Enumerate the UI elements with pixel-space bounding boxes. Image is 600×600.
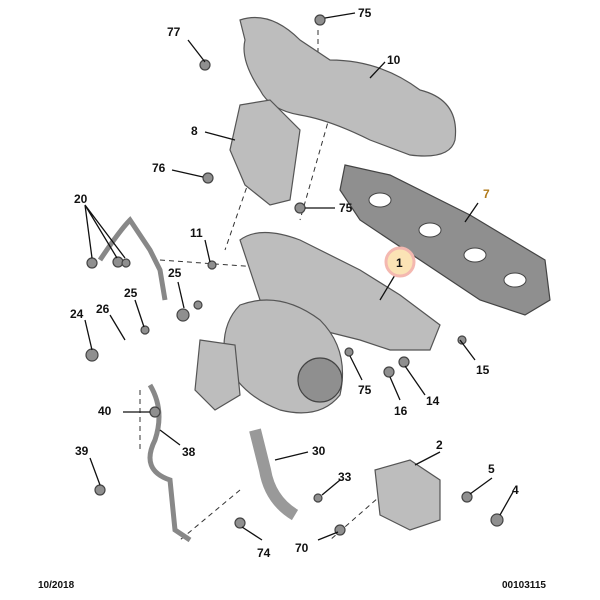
- oil-feed-pipe: [97, 216, 168, 301]
- coolant-pipe: [249, 428, 299, 521]
- callout-20[interactable]: 20: [74, 192, 88, 206]
- callout-30[interactable]: 30: [312, 444, 326, 458]
- callout-40[interactable]: 40: [98, 404, 112, 418]
- diagram-reference: 00103115: [502, 580, 546, 591]
- callout-39[interactable]: 39: [75, 444, 89, 458]
- callout-33[interactable]: 33: [338, 470, 352, 484]
- callout-75[interactable]: 75: [358, 383, 372, 397]
- manifold-gasket: [339, 164, 551, 316]
- callout-14[interactable]: 14: [426, 394, 440, 408]
- callout-labels: 77 75 10 8 76 75 7 20 11 1 25 25 26 24 1…: [70, 6, 519, 560]
- callout-25[interactable]: 25: [124, 286, 138, 300]
- gasket-ports: [368, 192, 527, 288]
- support-bracket: [374, 459, 441, 531]
- callout-70[interactable]: 70: [295, 541, 309, 555]
- turbo-outlet: [297, 357, 343, 403]
- callout-38[interactable]: 38: [182, 445, 196, 459]
- callout-11[interactable]: 11: [190, 226, 203, 240]
- callout-7[interactable]: 7: [483, 187, 490, 201]
- highlighted-part-marker: [384, 246, 416, 278]
- heat-shield: [239, 16, 457, 157]
- date-code: 10/2018: [38, 580, 75, 591]
- callout-25[interactable]: 25: [168, 266, 182, 280]
- exhaust-manifold: [239, 231, 441, 351]
- leader-lines: [84, 12, 514, 541]
- oil-return-pipe: [147, 383, 192, 543]
- callout-4[interactable]: 4: [512, 483, 519, 497]
- callout-5[interactable]: 5: [488, 462, 495, 476]
- callout-16[interactable]: 16: [394, 404, 408, 418]
- callout-2[interactable]: 2: [436, 438, 443, 452]
- callout-74[interactable]: 74: [257, 546, 271, 560]
- callout-77[interactable]: 77: [167, 25, 181, 39]
- assembly-lines: [139, 30, 411, 541]
- callout-10[interactable]: 10: [387, 53, 401, 67]
- callout-75[interactable]: 75: [358, 6, 372, 20]
- bracket: [229, 99, 301, 206]
- callout-24[interactable]: 24: [70, 307, 84, 321]
- wastegate-actuator: [194, 339, 241, 411]
- callout-76[interactable]: 76: [152, 161, 166, 175]
- callout-75[interactable]: 75: [339, 201, 353, 215]
- callout-1[interactable]: 1: [396, 256, 403, 270]
- callout-15[interactable]: 15: [476, 363, 490, 377]
- callout-8[interactable]: 8: [191, 124, 198, 138]
- callout-26[interactable]: 26: [96, 302, 110, 316]
